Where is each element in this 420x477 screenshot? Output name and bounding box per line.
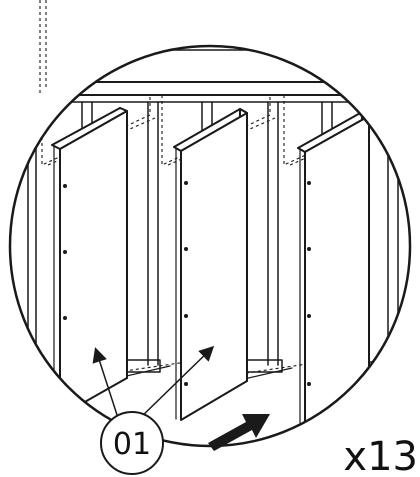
top-rail — [10, 49, 410, 103]
quantity-label-group: x13 — [336, 425, 420, 477]
part-callout: 01 — [100, 411, 164, 475]
panel-part-01-middle — [173, 108, 248, 421]
quantity-label: x13 — [343, 434, 418, 477]
floor-slots — [117, 359, 410, 383]
arrow-up-right-icon — [208, 414, 270, 451]
callout-leaders — [92, 345, 215, 421]
part-callout-label: 01 — [113, 427, 151, 462]
panel-part-01-right — [297, 111, 370, 425]
guide-dashed-lines-top — [39, 0, 47, 95]
magnifier-circle — [8, 44, 412, 448]
panel-part-01-left — [51, 107, 128, 417]
magnified-detail — [10, 49, 410, 446]
